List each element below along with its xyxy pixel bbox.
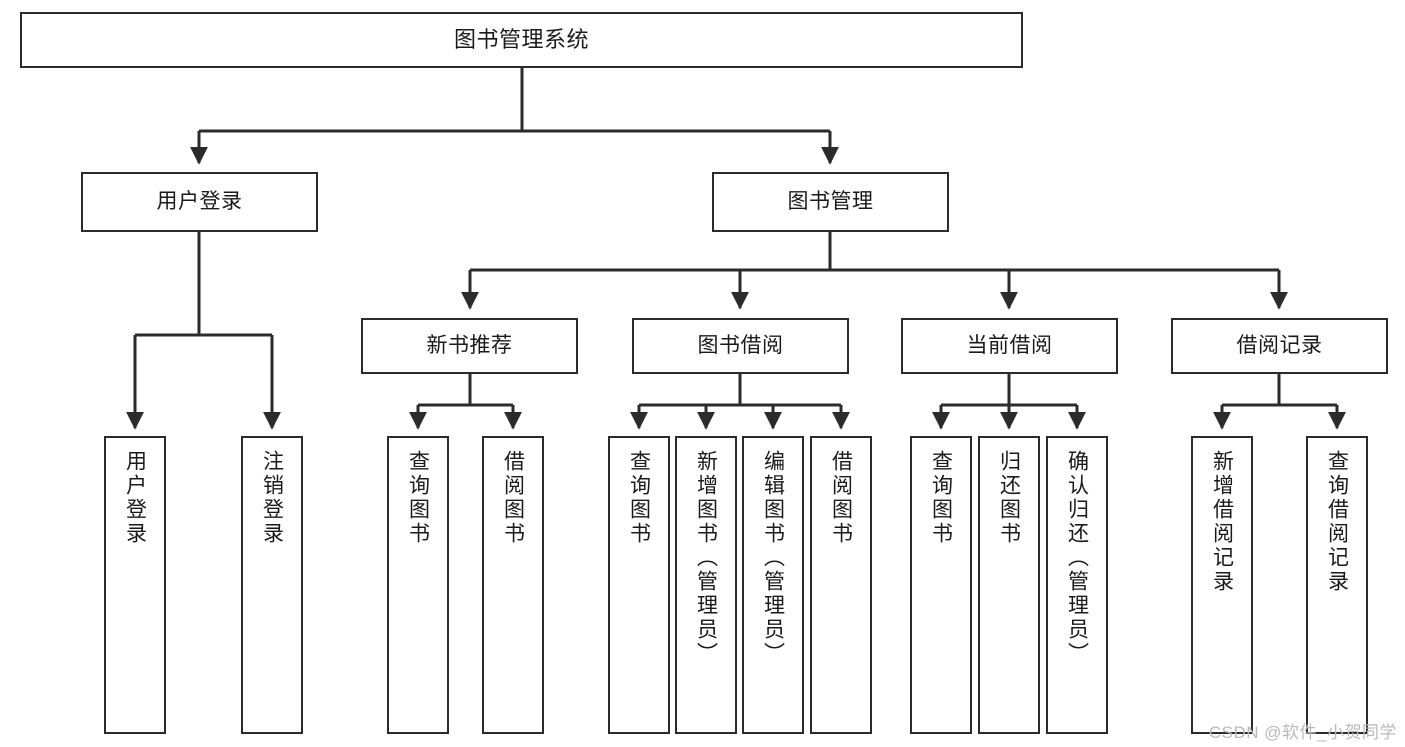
node-label: 查询借阅记录 (1325, 450, 1349, 594)
leaf-borrow-book-recommend[interactable]: 借阅图书 (482, 436, 544, 734)
node-label: 查询图书 (406, 450, 430, 546)
leaf-logout-login[interactable]: 注销登录 (241, 436, 303, 734)
node-label: 编辑图书（管理员） (761, 450, 785, 666)
node-label: 用户登录 (123, 450, 147, 546)
leaf-confirm-return-admin[interactable]: 确认归还（管理员） (1046, 436, 1108, 734)
node-label: 新增借阅记录 (1210, 450, 1234, 594)
node-label: 查询图书 (929, 450, 953, 546)
leaf-return-book[interactable]: 归还图书 (978, 436, 1040, 734)
leaf-user-login[interactable]: 用户登录 (104, 436, 166, 734)
node-label: 新增图书（管理员） (694, 450, 718, 666)
leaf-query-borrow-record[interactable]: 查询借阅记录 (1306, 436, 1368, 734)
node-label: 当前借阅 (966, 333, 1053, 357)
node-label: 用户登录 (156, 189, 243, 213)
node-label: 借阅图书 (829, 450, 853, 546)
node-label: 借阅记录 (1236, 333, 1323, 357)
leaf-add-book-admin[interactable]: 新增图书（管理员） (675, 436, 737, 734)
leaf-add-borrow-record[interactable]: 新增借阅记录 (1191, 436, 1253, 734)
node-label: 归还图书 (997, 450, 1021, 546)
node-label: 图书管理 (787, 189, 874, 213)
leaf-query-book-current[interactable]: 查询图书 (910, 436, 972, 734)
node-label: 图书管理系统 (453, 27, 589, 53)
node-current-borrow[interactable]: 当前借阅 (901, 318, 1118, 374)
node-label: 注销登录 (260, 450, 284, 546)
node-label: 图书借阅 (697, 333, 784, 357)
node-label: 查询图书 (627, 450, 651, 546)
node-book-borrow[interactable]: 图书借阅 (632, 318, 849, 374)
watermark-text: CSDN @软件_小贺同学 (1208, 723, 1397, 742)
node-borrow-record[interactable]: 借阅记录 (1171, 318, 1388, 374)
leaf-borrow-book[interactable]: 借阅图书 (810, 436, 872, 734)
leaf-query-book-recommend[interactable]: 查询图书 (387, 436, 449, 734)
node-user-login[interactable]: 用户登录 (81, 172, 318, 232)
node-book-management[interactable]: 图书管理 (712, 172, 949, 232)
node-label: 新书推荐 (426, 333, 513, 357)
leaf-query-book-borrow[interactable]: 查询图书 (608, 436, 670, 734)
node-label: 借阅图书 (501, 450, 525, 546)
leaf-edit-book-admin[interactable]: 编辑图书（管理员） (742, 436, 804, 734)
node-label: 确认归还（管理员） (1065, 450, 1089, 666)
node-new-book-recommend[interactable]: 新书推荐 (361, 318, 578, 374)
node-root-system[interactable]: 图书管理系统 (20, 12, 1023, 68)
